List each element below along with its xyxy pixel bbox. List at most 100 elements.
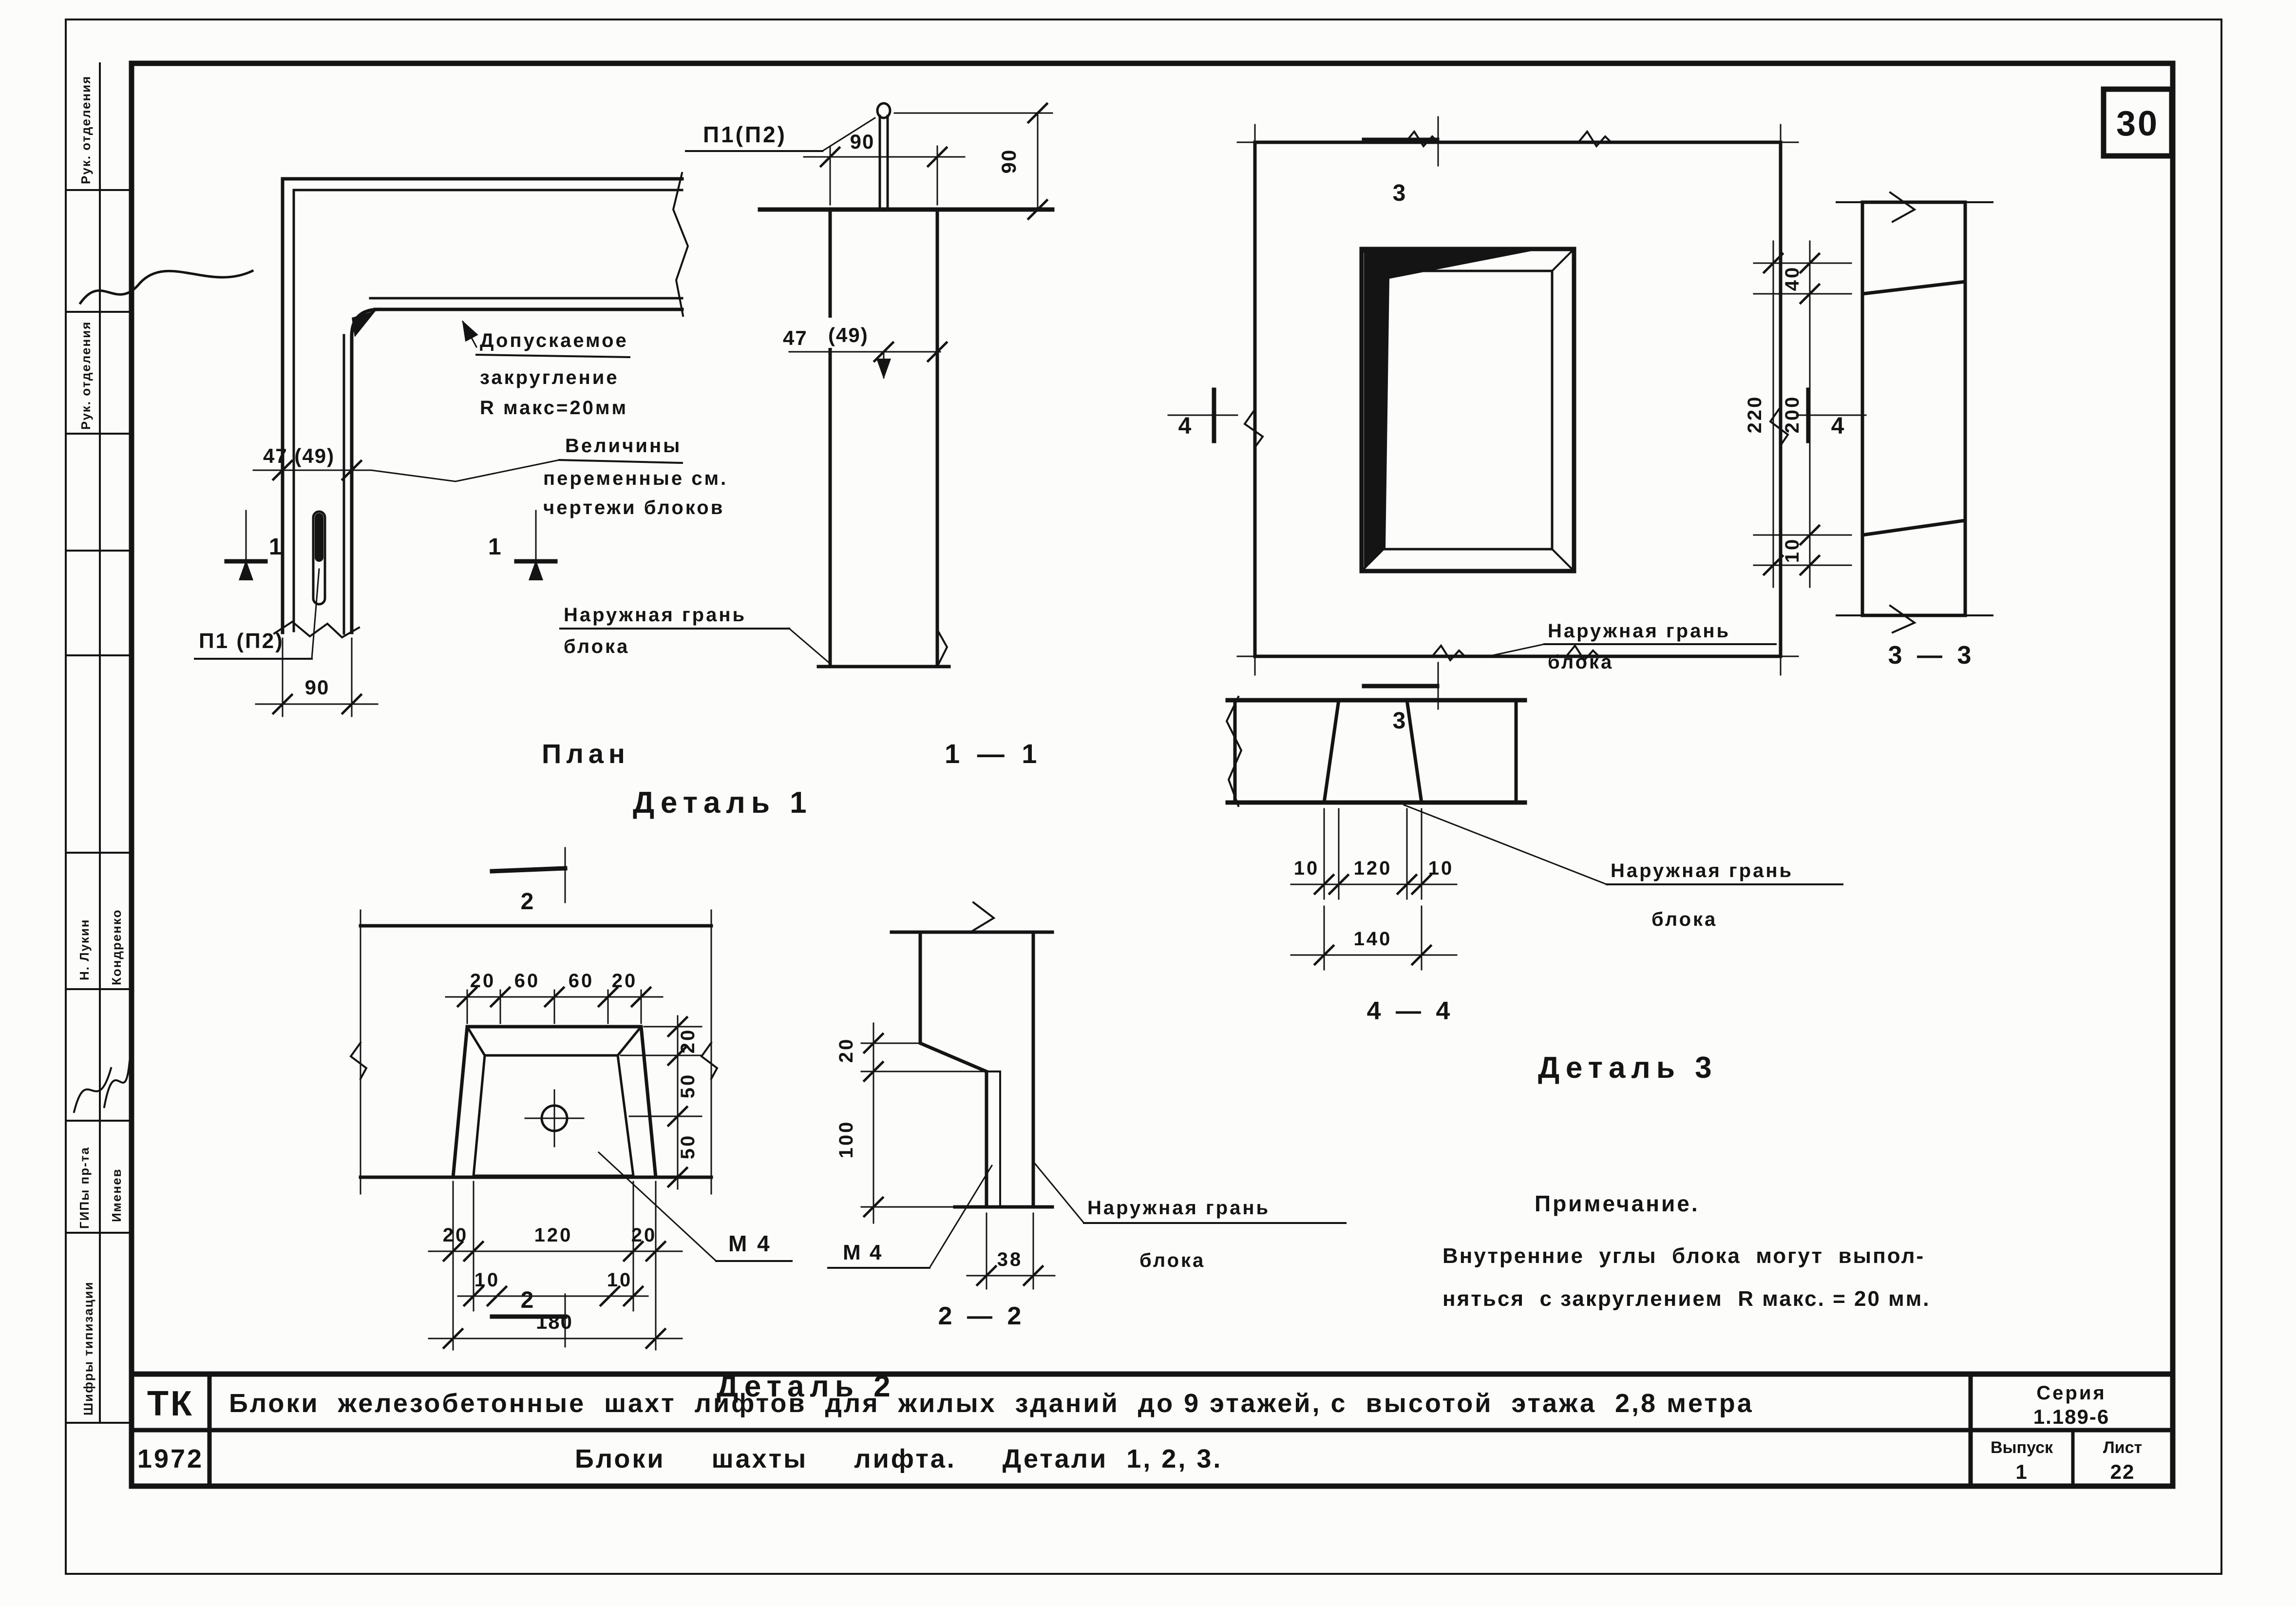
- detail2-dim-right-1: 50: [677, 1073, 699, 1099]
- stamp-column: Рук. отделения Рук. отделения Н. Лукин К…: [65, 62, 254, 1424]
- detail1-outer-face-2: блока: [564, 636, 629, 657]
- detail2-dim-right-2: 50: [677, 1134, 699, 1160]
- detail3-dim-40: 40: [1782, 266, 1803, 291]
- detail3-section-4-4: 10 120 10 140 Наружная грань блока 4 — 4…: [1225, 695, 1843, 1085]
- stamp-row2-label: Рук. отделения: [78, 321, 93, 430]
- detail3-cut4-left: 4: [1178, 413, 1192, 439]
- stamp-gip-label: ГИПы пр-та: [77, 1147, 92, 1229]
- stamp-signature-2: [73, 1067, 113, 1113]
- sheet-frame: [65, 19, 2222, 1575]
- titleblock-year: 1972: [137, 1444, 204, 1473]
- titleblock-org-code: ТК: [147, 1384, 194, 1423]
- stamp-row1-label: Рук. отделения: [78, 76, 93, 184]
- detail3-plan: 3 3 4 4 Наружная грань блока: [1167, 116, 1867, 734]
- stamp-name2: Кондренко: [109, 909, 124, 985]
- detail3-outer-face-plan-1: Наружная грань: [1548, 620, 1730, 642]
- detail1-note-var-2: переменные см.: [543, 468, 728, 489]
- detail3-cut3-bottom: 3: [1393, 708, 1406, 734]
- detail3-dim44-10b: 10: [1428, 858, 1454, 879]
- detail3-dim44-140: 140: [1354, 928, 1392, 950]
- detail3-cut3-top: 3: [1393, 180, 1406, 206]
- detail3-outer-face-plan-2: блока: [1548, 651, 1613, 673]
- detail3-dim-200: 200: [1782, 395, 1803, 434]
- detail2-section-2-2: 20 100 М 4 38 Наружная грань блока 2 — 2: [827, 901, 1347, 1330]
- detail2-dim-bot2-1: 10: [607, 1269, 633, 1291]
- titleblock-issue-value: 1: [2015, 1460, 2028, 1483]
- titleblock-title-row1: Блоки железобетонные шахт лифтов для жил…: [229, 1389, 1754, 1418]
- detail1-note-var-1: Величины: [565, 435, 682, 457]
- detail1-note-fillet-2: закругление: [480, 367, 619, 388]
- detail2-sec-outer-1: Наружная грань: [1087, 1197, 1270, 1219]
- titleblock-title-row2: Блоки шахты лифта. Детали 1, 2, 3.: [575, 1444, 1222, 1473]
- detail3-dim-10: 10: [1782, 537, 1803, 563]
- titleblock-series-value: 1.189-6: [2033, 1405, 2109, 1428]
- detail1-section-1-1: П1(П2) 90 90 47 (49) Наружная грань блок…: [559, 102, 1055, 769]
- detail1-dim-90-width: 90: [850, 130, 875, 153]
- detail1-outer-face-1: Наружная грань: [564, 604, 746, 626]
- detail3-title: Деталь 3: [1538, 1051, 1718, 1085]
- detail2-dim-bot1-1: 120: [534, 1224, 573, 1246]
- detail2-dim-total: 180: [536, 1310, 573, 1333]
- titleblock-series-label: Серия: [2036, 1382, 2106, 1404]
- detail1-title: Деталь 1: [633, 786, 813, 820]
- stamp-signature-3: [103, 1060, 131, 1109]
- detail3-outer-face-44-1: Наружная грань: [1611, 860, 1793, 881]
- detail3-dim44-120: 120: [1354, 858, 1392, 879]
- detail2-dim-bot1-0: 20: [443, 1224, 469, 1246]
- detail1-cut1-right: 1: [488, 534, 501, 560]
- detail2-dim-right-0: 20: [677, 1028, 699, 1054]
- detail1-dim-47: 47: [783, 326, 808, 349]
- stamp-signature-1: [78, 269, 254, 305]
- titleblock-issue-label: Выпуск: [1991, 1438, 2053, 1457]
- note-block: Примечание. Внутренние углы блока могут …: [1442, 1191, 1930, 1311]
- detail2-dim-top-0: 20: [470, 970, 496, 992]
- detail1-pin-label-plan: П1 (П2): [199, 629, 284, 653]
- detail1-dim-49: (49): [828, 324, 869, 346]
- stamp-codes-label: Шифры типизации: [81, 1281, 95, 1415]
- detail3-dim-220: 220: [1744, 395, 1765, 434]
- page-number: 30: [2116, 104, 2159, 143]
- detail1-dim-47-49: 47 (49): [263, 444, 335, 467]
- detail1-cut1-left: 1: [269, 534, 282, 560]
- detail2-cut2-bottom: 2: [521, 1287, 534, 1313]
- detail3-cut4-right: 4: [1831, 413, 1844, 439]
- title-block: ТК 1972 Блоки железобетонные шахт лифтов…: [129, 1371, 2176, 1489]
- detail2-dim-bot2-0: 10: [474, 1269, 500, 1291]
- detail3-outer-face-44-2: блока: [1651, 909, 1717, 930]
- detail2-dim-top-2: 60: [569, 970, 594, 992]
- detail2-sec-dim-100: 100: [835, 1120, 857, 1159]
- detail3-dim44-10a: 10: [1294, 858, 1320, 879]
- stamp-name3: Именев: [109, 1168, 124, 1222]
- detail1-section-title: 1 — 1: [945, 738, 1042, 769]
- titleblock-sheet-label: Лист: [2103, 1438, 2142, 1457]
- detail1-dim-90-height: 90: [997, 149, 1020, 174]
- detail2-sec-dim-38: 38: [997, 1249, 1023, 1270]
- detail1-plan: П1 (П2) 47 (49) 90 1 1 Допускаемое закру…: [194, 172, 813, 820]
- detail2-sec-m4-label: М 4: [843, 1241, 883, 1264]
- detail2-plan: 20 60 60 20 20 50 50 20 120 20 10 10 180: [349, 847, 891, 1403]
- detail3-section44-title: 4 — 4: [1367, 997, 1454, 1025]
- detail3-section33-title: 3 — 3: [1888, 641, 1975, 669]
- detail2-cut2-top: 2: [521, 889, 534, 915]
- detail1-note-fillet-3: R макс=20мм: [480, 397, 628, 419]
- detail2-section-title: 2 — 2: [938, 1302, 1025, 1330]
- note-line1: Внутренние углы блока могут выпол-: [1442, 1244, 1925, 1268]
- note-line2: няться с закруглением R макс. = 20 мм.: [1442, 1287, 1930, 1311]
- detail2-dim-top-1: 60: [514, 970, 540, 992]
- detail2-sec-dim-20: 20: [835, 1037, 857, 1063]
- detail1-plan-title: План: [542, 738, 630, 769]
- detail1-dim-90-plan: 90: [305, 676, 330, 699]
- detail3-section-3-3: 40 200 10 220 3 — 3: [1744, 191, 1993, 669]
- detail1-note-fillet-1: Допускаемое: [480, 330, 628, 351]
- detail2-sec-outer-2: блока: [1139, 1250, 1205, 1271]
- detail2-dim-top-3: 20: [612, 970, 638, 992]
- stamp-name1: Н. Лукин: [77, 918, 92, 980]
- detail2-dim-bot1-2: 20: [631, 1224, 657, 1246]
- note-heading: Примечание.: [1535, 1191, 1700, 1216]
- titleblock-sheet-value: 22: [2110, 1460, 2135, 1483]
- page-number-box: 30: [2101, 86, 2175, 159]
- detail1-note-var-3: чертежи блоков: [543, 497, 724, 518]
- detail1-pin-label-section: П1(П2): [703, 122, 787, 147]
